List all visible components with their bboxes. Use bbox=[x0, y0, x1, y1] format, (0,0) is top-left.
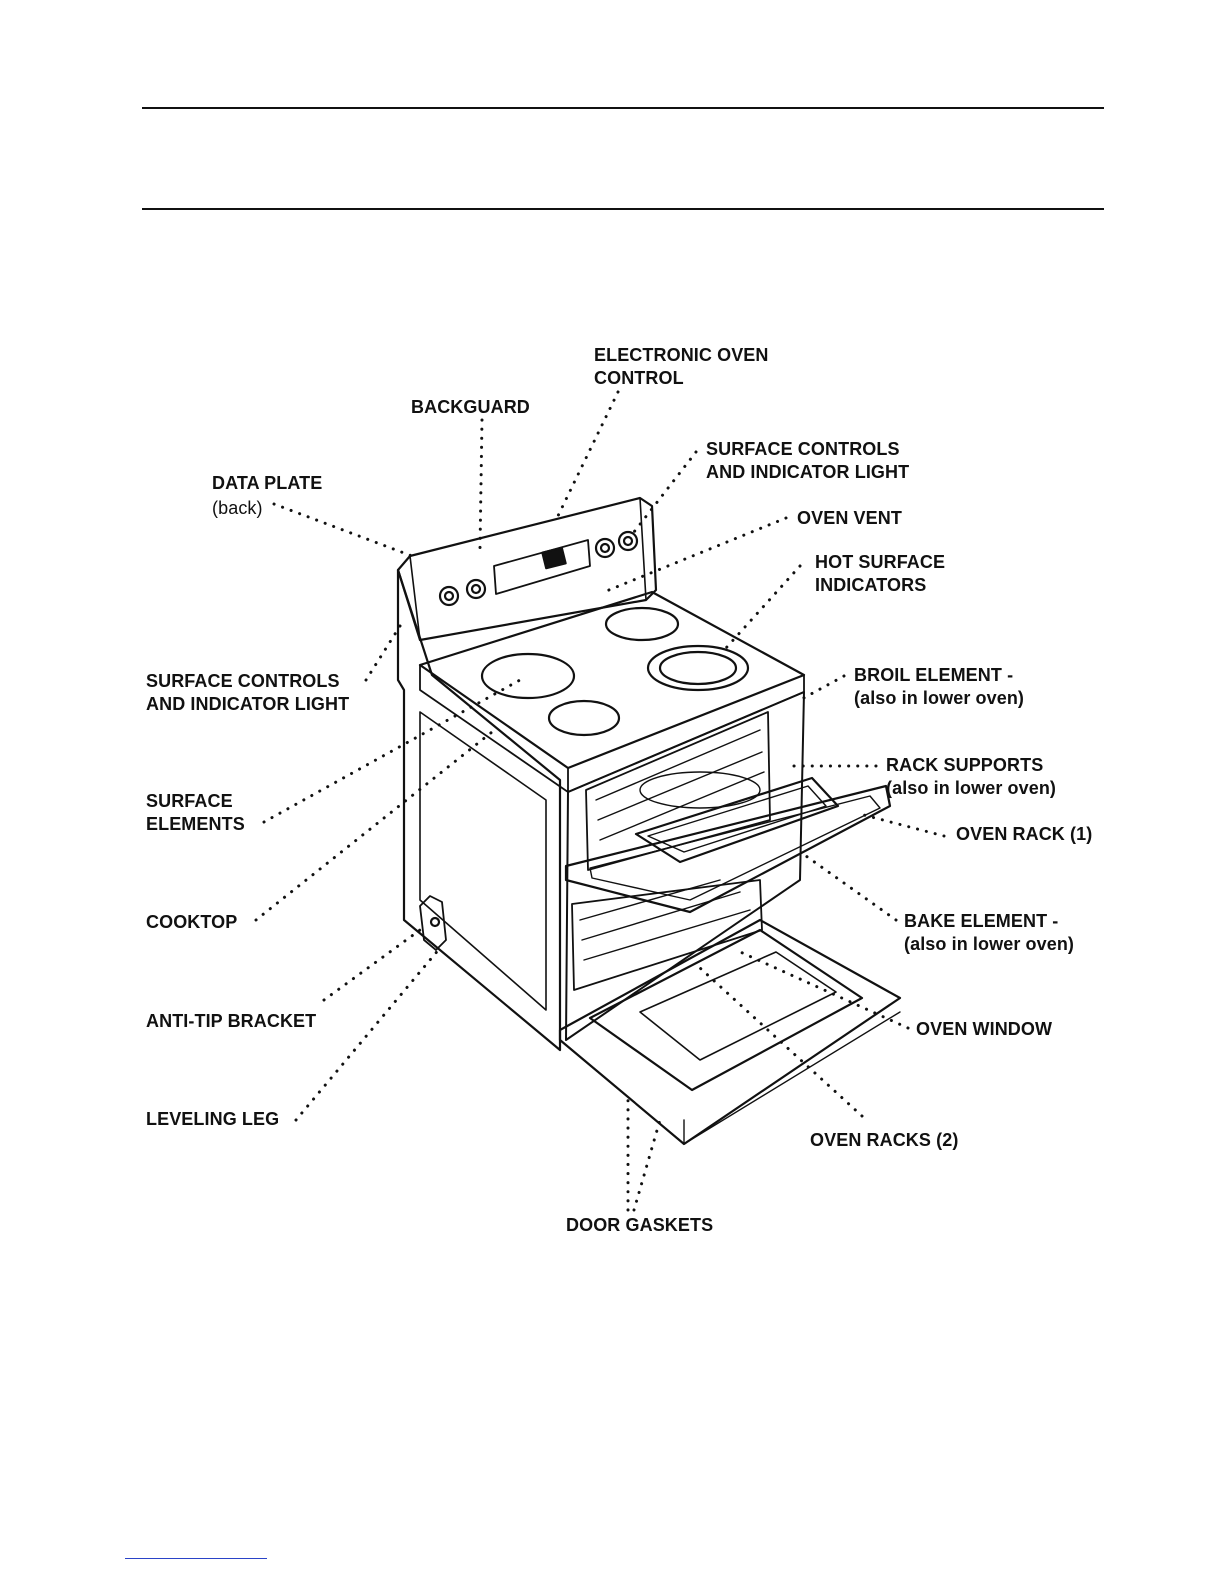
label-data-plate-note: (back) bbox=[212, 498, 263, 518]
label-cooktop: COOKTOP bbox=[146, 912, 238, 932]
footer-link-underline bbox=[125, 1558, 267, 1559]
leader-surface-controls-left bbox=[364, 624, 402, 682]
label-surface-controls-left: SURFACE CONTROLS AND INDICATOR LIGHT bbox=[146, 671, 350, 714]
label-oven-racks-2: OVEN RACKS (2) bbox=[810, 1130, 959, 1150]
side-panel bbox=[396, 568, 562, 1052]
leader-oven-rack bbox=[858, 812, 946, 838]
leader-surface-controls-top bbox=[632, 450, 698, 534]
leader-data-plate bbox=[272, 502, 414, 558]
label-oven-window: OVEN WINDOW bbox=[916, 1019, 1053, 1039]
backguard-shape bbox=[396, 496, 658, 642]
label-bake-element: BAKE ELEMENT - (also in lower oven) bbox=[904, 911, 1075, 954]
header-rule-top bbox=[142, 107, 1104, 109]
leader-oven-racks bbox=[698, 966, 864, 1118]
label-electronic-oven-control: ELECTRONIC OVEN CONTROL bbox=[594, 345, 769, 388]
anti-tip-bracket-shape bbox=[419, 895, 447, 951]
leader-electronic-oven-control bbox=[554, 390, 620, 522]
leader-anti-tip bbox=[322, 928, 422, 1002]
upper-door-window bbox=[634, 776, 840, 864]
lower-door bbox=[558, 918, 902, 1146]
header-rule-bottom bbox=[142, 208, 1104, 210]
leader-leveling bbox=[294, 946, 442, 1122]
lower-door-window bbox=[588, 928, 864, 1092]
leader-bake bbox=[804, 854, 898, 922]
cooktop-surface bbox=[418, 590, 806, 770]
label-surface-controls-top: SURFACE CONTROLS AND INDICATOR LIGHT bbox=[706, 439, 910, 482]
label-anti-tip-bracket: ANTI-TIP BRACKET bbox=[146, 1011, 317, 1031]
leader-hot-surface bbox=[724, 564, 802, 650]
label-broil-element: BROIL ELEMENT - (also in lower oven) bbox=[854, 665, 1025, 708]
label-leveling-leg: LEVELING LEG bbox=[146, 1109, 280, 1129]
label-data-plate: DATA PLATE (back) bbox=[212, 473, 323, 518]
label-oven-vent: OVEN VENT bbox=[797, 508, 902, 528]
label-door-gaskets: DOOR GASKETS bbox=[566, 1215, 714, 1235]
side-panel-inset bbox=[419, 711, 547, 1011]
label-hot-surface-indicators: HOT SURFACE INDICATORS bbox=[815, 552, 946, 595]
label-surface-elements: SURFACE ELEMENTS bbox=[146, 791, 245, 834]
leader-oven-vent bbox=[602, 516, 788, 594]
leader-surface-elements bbox=[262, 678, 522, 824]
label-oven-rack-1: OVEN RACK (1) bbox=[956, 824, 1093, 844]
leader-backguard bbox=[478, 418, 484, 550]
leader-broil bbox=[798, 674, 846, 702]
control-display bbox=[493, 539, 591, 595]
label-rack-supports: RACK SUPPORTS (also in lower oven) bbox=[886, 755, 1057, 798]
oven-front bbox=[565, 691, 805, 1041]
label-backguard: BACKGUARD bbox=[411, 397, 530, 417]
